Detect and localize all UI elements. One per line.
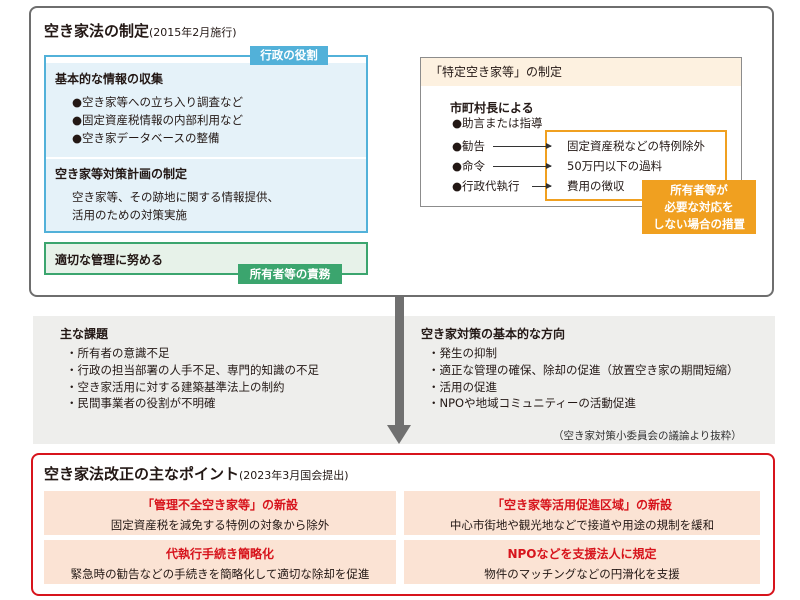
revision-point-card: 代執行手続き簡略化 緊急時の勧告などの手続きを簡略化して適切な除却を促進: [44, 540, 396, 584]
flow-connector: [395, 297, 404, 425]
revision-point-title: 代執行手続き簡略化: [165, 547, 274, 561]
revision-point-card: NPOなどを支援法人に規定 物件のマッチングなどの円滑化を支援: [404, 540, 760, 584]
owner-noncompliance-line: しない場合の措置: [653, 217, 745, 231]
action-label: ●勧告: [452, 139, 486, 153]
revision-point-desc: 固定資産税を減免する特例の対象から除外: [110, 518, 330, 532]
measure-item: 50万円以下の過料: [567, 159, 663, 173]
info-heading: 基本的な情報の収集: [55, 72, 164, 86]
measure-item: 固定資産税などの特例除外: [567, 139, 705, 153]
law-enactment-title: 空き家法の制定(2015年2月施行): [44, 20, 237, 41]
law-revision-title-text: 空き家法改正の主なポイント: [44, 465, 240, 483]
advice-item: ●助言または指導: [452, 116, 543, 130]
admin-divider: [46, 157, 366, 159]
info-collection-section: [46, 63, 366, 157]
owner-duty-text: 適切な管理に努める: [55, 253, 164, 267]
issues-list: ・所有者の意識不足 ・行政の担当部署の人手不足、専門的知識の不足 ・空き家活用に…: [66, 345, 319, 412]
issue-item: ・空き家活用に対する建築基準法上の制約: [66, 379, 285, 394]
info-item: ●空き家等への立ち入り調査など: [72, 95, 244, 109]
plan-section: [46, 157, 366, 231]
policy-item: ・NPOや地域コミュニティーの活動促進: [428, 396, 636, 411]
plan-heading: 空き家等対策計画の制定: [55, 167, 188, 181]
revision-point-desc: 緊急時の勧告などの手続きを簡略化して適切な除却を促進: [70, 567, 370, 581]
revision-point-card: 「管理不全空き家等」の新設 固定資産税を減免する特例の対象から除外: [44, 491, 396, 535]
owner-duty-tag: 所有者等の責務: [238, 264, 342, 284]
law-enactment-date: (2015年2月施行): [149, 26, 237, 39]
revision-point-title: 「管理不全空き家等」の新設: [141, 498, 298, 512]
policy-item: ・発生の抑制: [428, 346, 497, 360]
info-item: ●空き家データベースの整備: [72, 131, 220, 145]
revision-point-title: 「空き家等活用促進区域」の新設: [491, 498, 672, 512]
issues-and-policy-box: [33, 316, 775, 444]
source-note: （空き家対策小委員会の議論より抜粋）: [553, 430, 742, 442]
revision-point-desc: 物件のマッチングなどの円滑化を支援: [484, 567, 680, 581]
law-revision-title: 空き家法改正の主なポイント(2023年3月国会提出): [44, 463, 349, 484]
law-enactment-title-text: 空き家法の制定: [44, 22, 150, 40]
issues-heading: 主な課題: [60, 327, 109, 341]
issue-item: ・民間事業者の役割が不明確: [66, 396, 216, 411]
policy-list: ・発生の抑制 ・適正な管理の確保、除却の促進（放置空き家の期間短縮） ・活用の促…: [428, 345, 739, 412]
law-revision-date: (2023年3月国会提出): [239, 469, 349, 482]
issue-item: ・所有者の意識不足: [66, 346, 170, 360]
owner-noncompliance-line: 所有者等が: [670, 183, 728, 197]
measure-item: 費用の徴収: [567, 179, 625, 193]
plan-line: 空き家等、その跡地に関する情報提供、: [72, 190, 279, 204]
revision-point-desc: 中心市街地や観光地などで接道や用途の規制を緩和: [449, 518, 715, 532]
arrow-right-icon: [532, 183, 552, 189]
action-label: ●命令: [452, 159, 486, 173]
policy-heading: 空き家対策の基本的な方向: [421, 327, 566, 341]
info-item: ●固定資産税情報の内部利用など: [72, 113, 244, 127]
owner-noncompliance-line: 必要な対応を: [664, 200, 734, 214]
revision-point-card: 「空き家等活用促進区域」の新設 中心市街地や観光地などで接道や用途の規制を緩和: [404, 491, 760, 535]
arrow-right-icon: [493, 143, 552, 149]
arrow-down-icon: [387, 425, 411, 444]
action-label: ●行政代執行: [452, 179, 520, 193]
mayor-heading: 市町村長による: [450, 101, 534, 115]
issue-item: ・行政の担当部署の人手不足、専門的知識の不足: [66, 362, 319, 377]
special-vacant-house-header: [421, 58, 741, 86]
plan-line: 活用のための対策実施: [72, 208, 187, 222]
revision-point-title: NPOなどを支援法人に規定: [507, 547, 657, 561]
arrow-right-icon: [493, 163, 552, 169]
admin-role-tag: 行政の役割: [250, 46, 328, 65]
policy-item: ・活用の促進: [428, 379, 497, 394]
special-vacant-house-title: 「特定空き家等」の制定: [430, 65, 563, 79]
owner-noncompliance-tag: 所有者等が 必要な対応を しない場合の措置: [642, 180, 756, 234]
policy-item: ・適正な管理の確保、除却の促進（放置空き家の期間短縮）: [428, 362, 739, 377]
